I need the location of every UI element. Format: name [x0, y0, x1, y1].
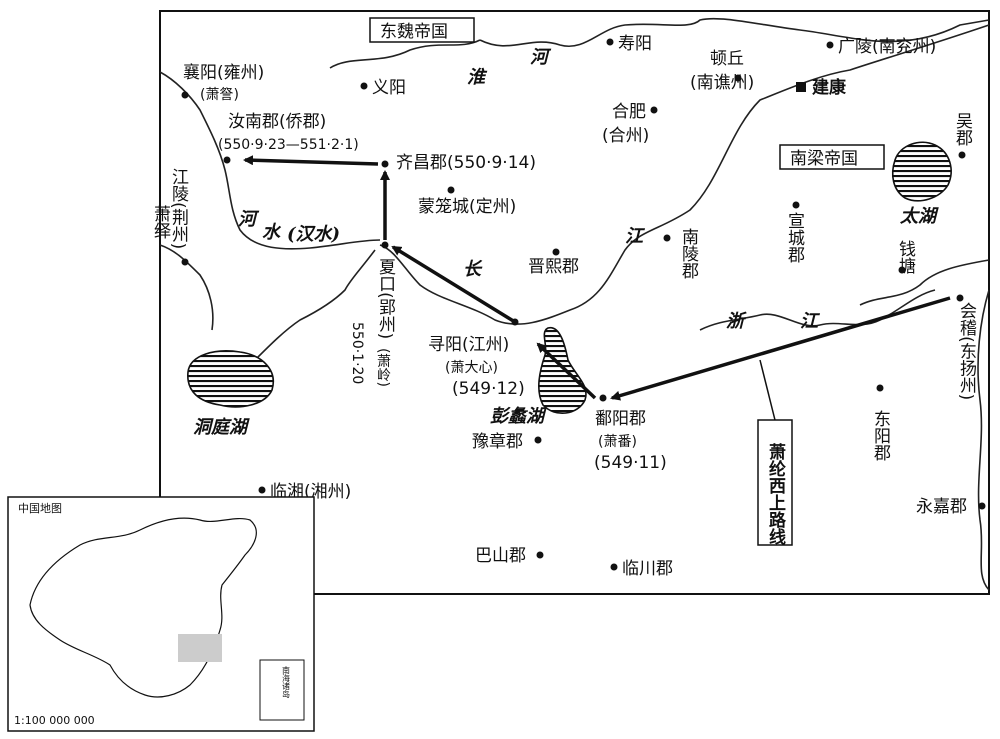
- label-yuzhang: 豫章郡: [472, 432, 523, 452]
- inset-scale: 1:100 000 000: [14, 714, 95, 727]
- label-bashan: 巴山郡: [475, 546, 526, 566]
- capital-marker: [796, 82, 806, 92]
- han-river-west: [159, 244, 214, 331]
- label-xuancheng: 宣城郡: [784, 212, 805, 263]
- label-qichang: 齐昌郡(550·9·14): [396, 153, 536, 173]
- label-jiankang: 建康: [812, 77, 847, 98]
- tai-lake: [891, 141, 952, 202]
- east-wei-box: [369, 17, 475, 43]
- route-xunyang-xiakou: [391, 245, 516, 324]
- label-kuaiji: 会稽(东扬州): [956, 302, 977, 400]
- zhe-river: [699, 289, 936, 331]
- label-jiangling: 江陵(荆州): [168, 168, 189, 249]
- pengli-lake: [537, 327, 587, 414]
- label-zhe-2: 江: [800, 311, 821, 332]
- label-nanling: 南陵郡: [678, 228, 699, 279]
- label-yiyang: 义阳: [372, 78, 406, 98]
- label-huai-2: 河: [530, 47, 552, 68]
- south-liang-label: 南梁帝国: [790, 149, 858, 169]
- inset-title: 中国地图: [18, 502, 62, 515]
- route-label: 萧纶西上路线: [765, 443, 786, 546]
- label-xunyang: 寻阳(江州): [428, 335, 509, 355]
- city-dots: [181, 38, 986, 571]
- route-qichang-runan: [243, 155, 379, 166]
- river-line-west: [254, 249, 376, 361]
- huai-river: [479, 17, 990, 48]
- label-xunyang-date: (549·12): [452, 379, 525, 399]
- south-liang-box: [779, 144, 885, 170]
- inset-highlight: [178, 634, 222, 662]
- route-poyang-xunyang: [536, 342, 597, 400]
- label-xiakou: 夏口(郢州): [375, 258, 396, 339]
- huai-river-branch: [329, 39, 481, 69]
- label-jiangling-ruler: 萧绎: [150, 205, 171, 239]
- east-wei-label: 东魏帝国: [380, 22, 448, 42]
- label-chang-2: 江: [625, 226, 646, 247]
- route-kuaiji-poyang: [610, 296, 951, 401]
- label-dunqiu-state: (南谯州): [690, 73, 754, 93]
- label-wujun: 吴郡: [952, 112, 973, 146]
- label-dongting: 洞庭湖: [193, 417, 250, 438]
- label-han-1: 河: [238, 209, 260, 230]
- label-dunqiu: 顿丘: [710, 49, 744, 69]
- label-poyang-ruler: (萧番): [598, 434, 637, 450]
- label-han-3: (汉水): [287, 224, 340, 245]
- label-dongyang: 东阳郡: [870, 410, 891, 461]
- label-shouyang: 寿阳: [618, 34, 652, 54]
- inset-frame: [7, 496, 315, 732]
- label-xiakou-date: 550·1·20: [349, 322, 365, 384]
- label-xunyang-ruler: (萧大心): [445, 360, 498, 376]
- label-pengli: 彭蠡湖: [490, 406, 547, 427]
- yangtze-south-bank: [859, 259, 990, 306]
- label-linchuan: 临川郡: [622, 559, 673, 579]
- label-runan: 汝南郡(侨郡): [228, 112, 326, 132]
- label-runan-date: (550·9·23—551·2·1): [218, 137, 359, 153]
- label-xiangyang: 襄阳(雍州): [183, 62, 264, 83]
- label-jinxi: 晋熙郡: [528, 257, 579, 277]
- route-label-box: [757, 419, 793, 546]
- east-coast: [977, 289, 990, 591]
- label-poyang-date: (549·11): [594, 453, 667, 473]
- inset-south-sea-box: [259, 659, 305, 721]
- label-hefei-state: (合州): [602, 126, 649, 146]
- dongting-lake: [187, 350, 275, 408]
- han-river: [159, 71, 381, 250]
- label-xiakou-ruler: (萧岭): [375, 348, 391, 387]
- route-label-pointer: [759, 359, 776, 421]
- inset-south-sea: 南海诸岛: [282, 665, 291, 699]
- label-han-2: 水: [262, 222, 282, 243]
- label-qiantang: 钱塘: [895, 240, 916, 274]
- label-hefei: 合肥: [612, 102, 646, 122]
- yangtze-north-bank: [379, 24, 990, 325]
- map-frame: [159, 10, 990, 595]
- label-huai-1: 淮: [467, 67, 488, 88]
- label-xiangyang-ruler: (萧詧): [200, 87, 239, 103]
- label-yongjia: 永嘉郡: [916, 497, 967, 517]
- label-chang-1: 长: [463, 259, 483, 280]
- label-zhe-1: 浙: [726, 311, 747, 332]
- label-poyang: 鄱阳郡: [595, 409, 646, 429]
- inset-china-outline: [29, 517, 257, 698]
- label-taihu: 太湖: [899, 206, 939, 227]
- label-guangling: 广陵(南兖州): [838, 37, 936, 57]
- label-mengcong: 蒙笼城(定州): [418, 197, 516, 217]
